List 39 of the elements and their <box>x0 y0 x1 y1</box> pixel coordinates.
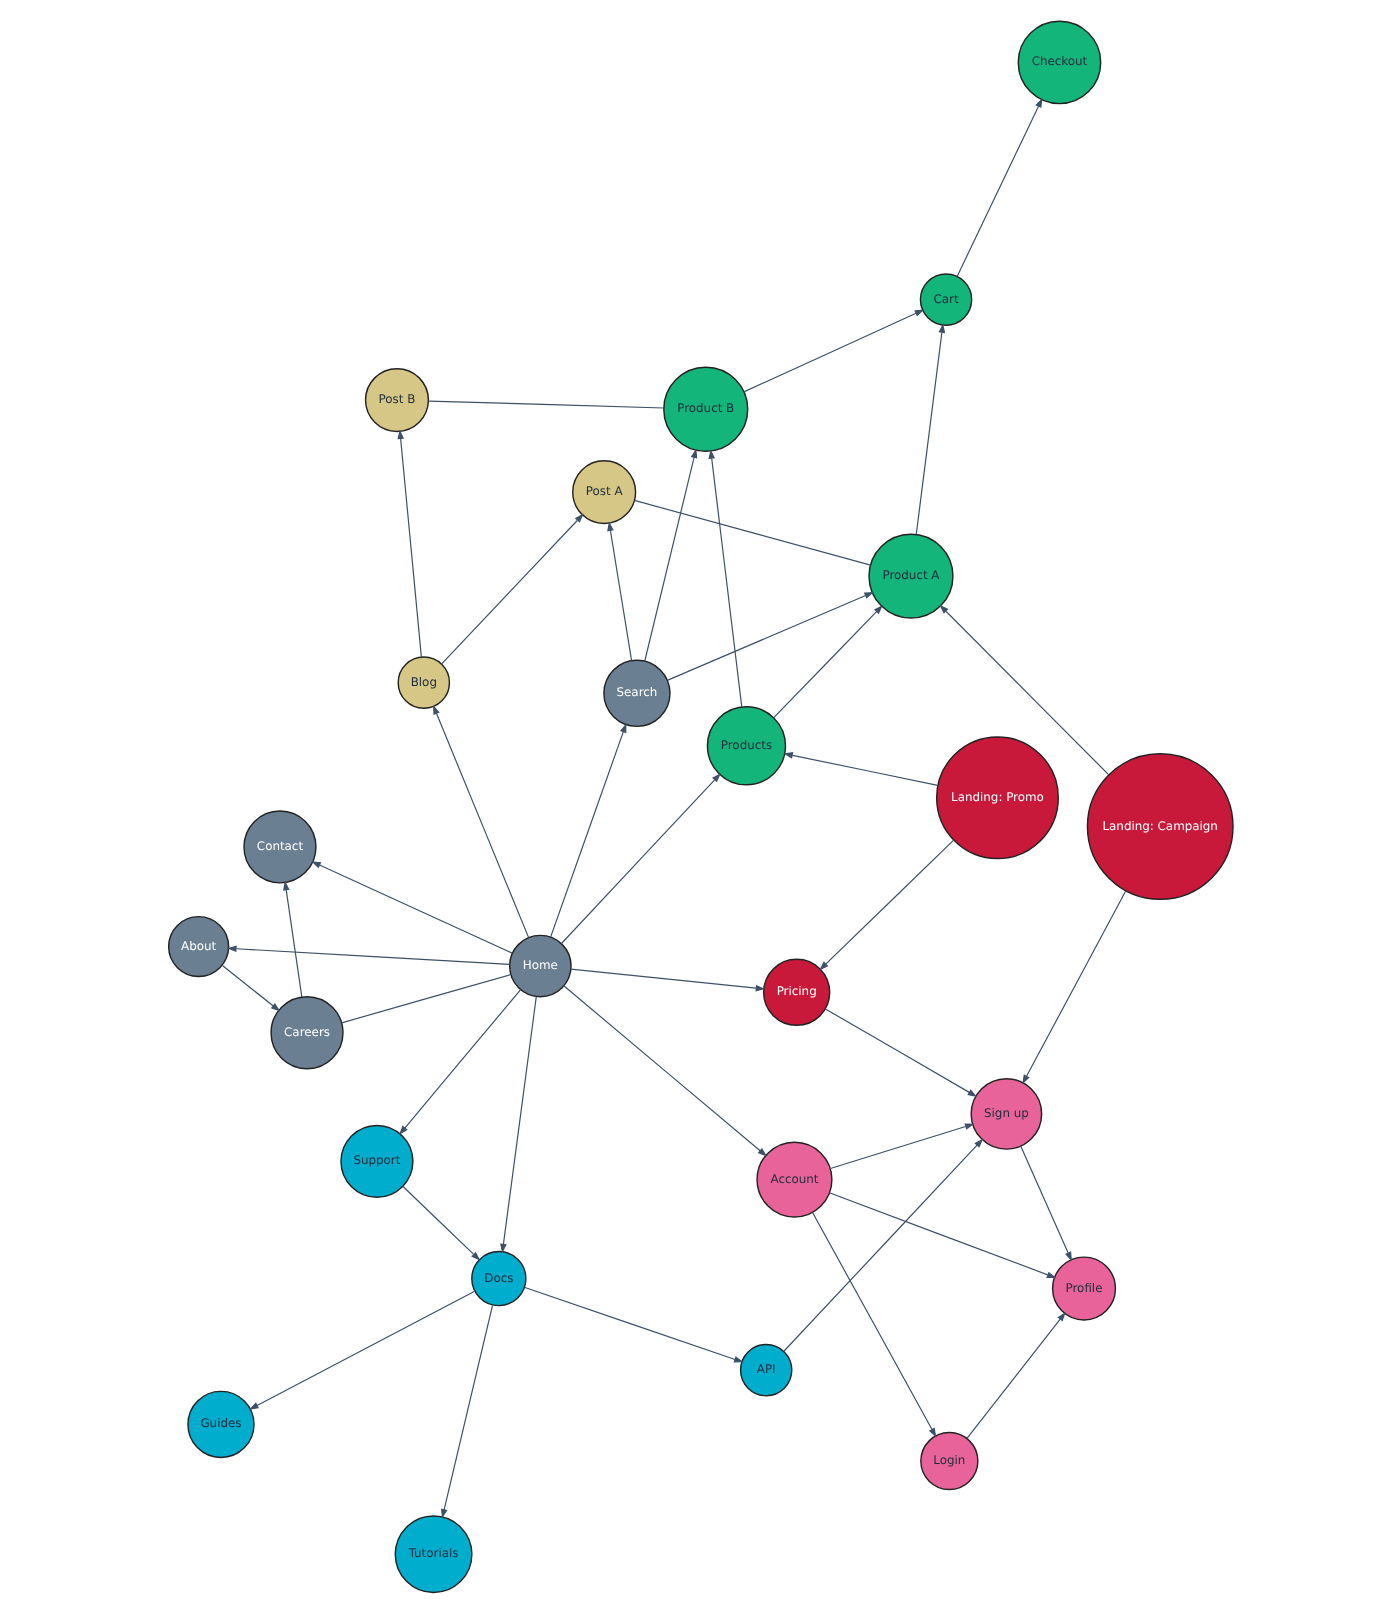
arrow <box>938 604 1109 776</box>
arrow <box>523 1286 743 1363</box>
arrow <box>431 704 529 938</box>
arrow <box>782 752 938 786</box>
connector <box>632 499 871 566</box>
arrow <box>782 1138 983 1352</box>
arrow <box>220 964 280 1012</box>
arrow <box>914 323 945 536</box>
arrow <box>396 429 421 658</box>
arrow <box>772 605 882 718</box>
arrow <box>828 1123 974 1170</box>
arrow <box>559 773 720 945</box>
arrow <box>827 1192 1056 1279</box>
arrow <box>549 723 626 938</box>
arrow <box>823 1008 977 1097</box>
arrow <box>606 521 632 662</box>
arrow <box>666 592 873 681</box>
arrow <box>1019 1145 1071 1262</box>
arrow <box>955 97 1042 277</box>
arrow <box>562 985 767 1157</box>
arrow <box>440 1304 493 1519</box>
arrow <box>643 448 697 662</box>
arrow <box>226 945 510 965</box>
arrow <box>965 1311 1065 1440</box>
arrow <box>398 989 521 1136</box>
arrow <box>810 1211 936 1438</box>
arrow <box>401 1185 480 1261</box>
connector <box>340 973 511 1024</box>
arrow <box>310 861 513 954</box>
arrow <box>281 880 302 998</box>
connector <box>426 400 664 409</box>
arrow <box>707 449 742 708</box>
arrow <box>569 968 765 992</box>
arrow <box>248 1290 475 1410</box>
arrow <box>499 996 536 1254</box>
arrow <box>742 309 924 393</box>
arrow <box>439 513 583 665</box>
arrow <box>1021 890 1126 1085</box>
arrow <box>818 839 953 971</box>
